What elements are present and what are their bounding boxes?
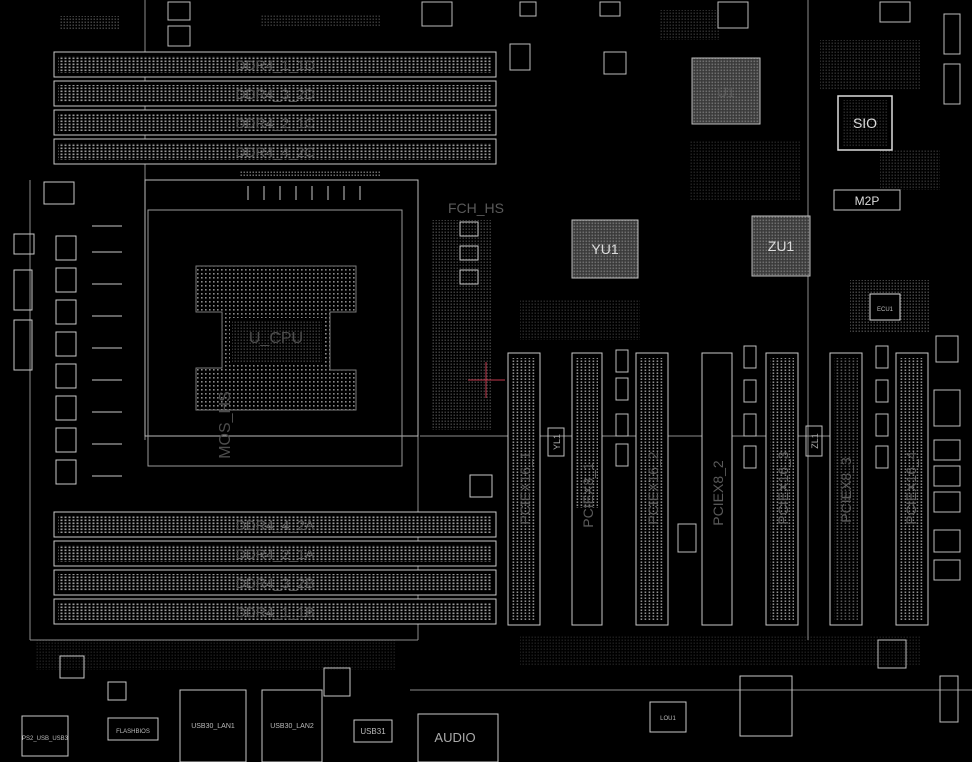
chip-lou1-label: LOU1 bbox=[660, 716, 676, 722]
dimm-slots-bottom: DDR4_4_2A DDR4_2_1A DDR4_3_2B DDR4_1_1B bbox=[53, 511, 497, 625]
dimm-label: DDR4_2_1C bbox=[235, 115, 314, 131]
dimm-label: DDR4_3_2B bbox=[236, 575, 315, 591]
pcie-label: PCIEX8_2 bbox=[710, 460, 726, 526]
dimm-slot: DDR4_1_1D bbox=[53, 51, 497, 78]
dimm-slot: DDR4_1_1B bbox=[53, 598, 497, 625]
pcie-slot: PCIEX16_4 bbox=[895, 352, 929, 626]
chip-ecu1: ECU1 bbox=[850, 280, 930, 332]
chip-m2p: M2P bbox=[833, 189, 901, 211]
pcie-label: PCIEX8_1 bbox=[580, 462, 596, 528]
chip-yu1-label: YU1 bbox=[591, 241, 618, 257]
vrm-phases bbox=[13, 181, 122, 485]
chip-ecu1-label: ECU1 bbox=[877, 307, 894, 313]
io-usb31-label: USB31 bbox=[360, 727, 386, 736]
chip-sio-label: SIO bbox=[853, 115, 877, 131]
dimm-slot: DDR4_3_2D bbox=[53, 80, 497, 107]
mos-heatsink-label: MOS_HS bbox=[217, 391, 234, 459]
chip-sio: SIO bbox=[837, 95, 893, 151]
vrm-top bbox=[240, 170, 380, 200]
pcie-side-components bbox=[547, 345, 889, 553]
pcie-slot: PCIEX8_1 bbox=[571, 352, 603, 626]
chip-u1: U1 bbox=[691, 57, 761, 125]
pcie-label: PCIEX16_4 bbox=[903, 451, 919, 524]
chip-zu1: ZU1 bbox=[751, 215, 811, 277]
chip-yu1: YU1 bbox=[571, 219, 639, 279]
io-ps2-label: PS2_USB_USB3 bbox=[22, 736, 69, 742]
dimm-label: DDR4_4_2C bbox=[235, 144, 314, 160]
pcie-slot: PCIEX8_3 bbox=[829, 352, 863, 626]
pcie-slot: PCIEX16_2 bbox=[635, 352, 669, 626]
pcie-label: PCIEX8_3 bbox=[838, 457, 854, 523]
pcie-label: PCIEX16_2 bbox=[645, 451, 661, 524]
chip-m2p-label: M2P bbox=[855, 194, 880, 208]
dimm-label: DDR4_4_2A bbox=[236, 517, 315, 533]
pcie-slots: PCIEX16_1 PCIEX8_1 PCIEX16_2 PCIEX8_2 PC… bbox=[507, 352, 929, 626]
dimm-slot: DDR4_2_1A bbox=[53, 540, 497, 567]
pcie-slot: PCIEX8_2 bbox=[701, 352, 733, 626]
dimm-label: DDR4_1_1D bbox=[235, 57, 314, 73]
cpu-socket-label: U_CPU bbox=[249, 330, 303, 347]
right-edge-components bbox=[877, 1, 961, 723]
pcie-slot: PCIEX16_1 bbox=[507, 352, 541, 626]
pcie-label: PCIEX16_3 bbox=[775, 451, 791, 524]
dimm-slot: DDR4_4_2C bbox=[53, 138, 497, 165]
dimm-label: DDR4_1_1B bbox=[236, 604, 315, 620]
dimm-label: DDR4_3_2D bbox=[235, 86, 314, 102]
ref-yl1: YL1 bbox=[552, 434, 562, 450]
fch-heatsink-label: FCH_HS bbox=[448, 200, 504, 216]
dimm-slot: DDR4_4_2A bbox=[53, 511, 497, 538]
rear-io: PS2_USB_USB3 FLASHBIOS USB30_LAN1 USB30_… bbox=[21, 655, 793, 762]
dimm-slot: DDR4_2_1C bbox=[53, 109, 497, 136]
io-audio-label: AUDIO bbox=[434, 730, 475, 745]
cpu-socket: U_CPU bbox=[144, 179, 419, 467]
chip-u1-label: U1 bbox=[717, 84, 735, 100]
dimm-slots-top: DDR4_1_1D DDR4_3_2D DDR4_2_1C DDR4_4_2C bbox=[53, 51, 497, 165]
fch-area: FCH_HS bbox=[432, 200, 504, 498]
dimm-slot: DDR4_3_2B bbox=[53, 569, 497, 596]
origin-crosshair bbox=[468, 362, 505, 398]
pcie-slot: PCIEX16_3 bbox=[765, 352, 799, 626]
pcie-label: PCIEX16_1 bbox=[517, 451, 533, 524]
io-lan1-label: USB30_LAN1 bbox=[191, 723, 235, 730]
misc-dotted-clusters bbox=[36, 10, 940, 670]
ref-zl1: ZL1 bbox=[810, 433, 820, 449]
io-flash-label: FLASHBIOS bbox=[116, 729, 150, 735]
chip-zu1-label: ZU1 bbox=[768, 238, 795, 254]
dimm-label: DDR4_2_1A bbox=[236, 546, 315, 562]
io-lan2-label: USB30_LAN2 bbox=[270, 723, 314, 730]
